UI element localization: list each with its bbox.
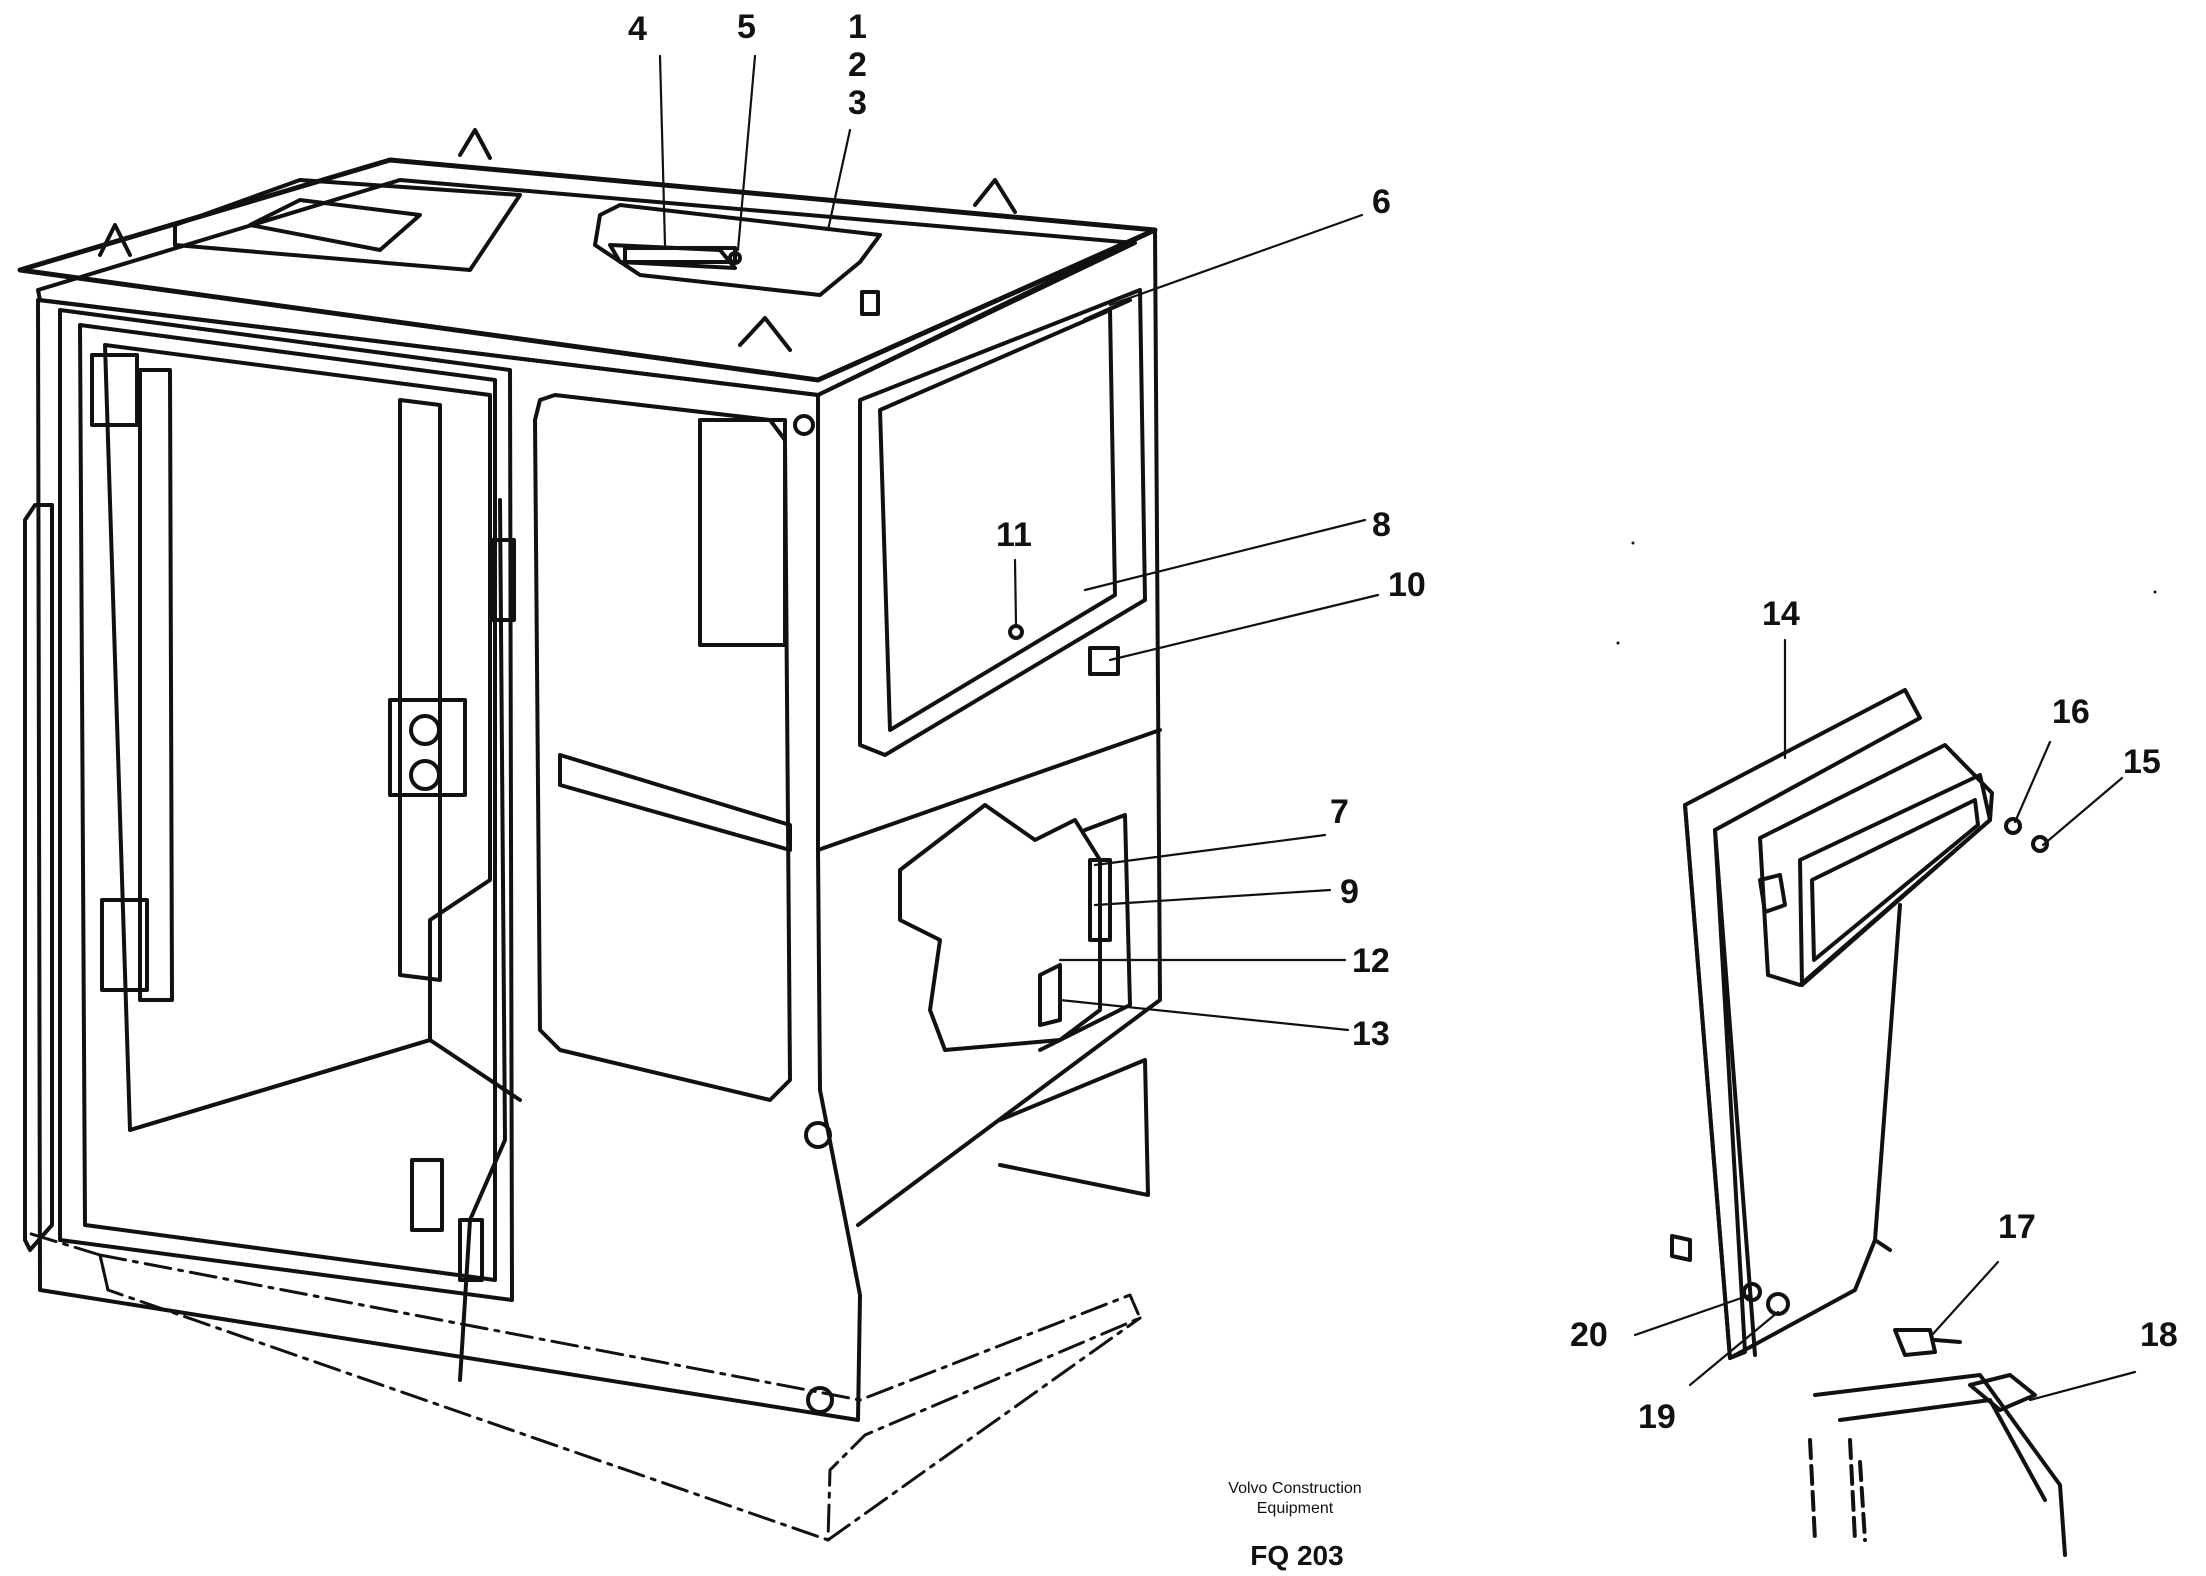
callout-10: 10	[1388, 566, 1426, 604]
callout-3: 3	[848, 84, 867, 122]
callout-6: 6	[1372, 183, 1391, 221]
callout-9: 9	[1340, 873, 1359, 911]
floor-plate	[23, 1230, 1142, 1542]
cab-body	[17, 128, 1162, 1422]
callout-16: 16	[2052, 693, 2090, 731]
work-lamp-assembly	[1670, 688, 2067, 1557]
brand-line-1: Volvo Construction	[1228, 1480, 1362, 1497]
callout-18: 18	[2140, 1316, 2178, 1354]
callout-13: 13	[1352, 1015, 1390, 1053]
callout-4: 4	[628, 10, 647, 48]
callout-7: 7	[1330, 793, 1349, 831]
callout-17: 17	[1998, 1208, 2036, 1246]
drawing-code: FQ 203	[1250, 1540, 1344, 1571]
brand-line-2: Equipment	[1256, 1500, 1334, 1517]
callout-20: 20	[1570, 1316, 1608, 1354]
brand-caption: Volvo Construction Equipment	[1210, 1479, 1380, 1519]
callout-12: 12	[1352, 942, 1390, 980]
callout-8: 8	[1372, 506, 1391, 544]
callout-5: 5	[737, 8, 756, 46]
callout-11: 11	[996, 516, 1032, 554]
callout-15: 15	[2123, 743, 2161, 781]
callout-14: 14	[1762, 595, 1800, 633]
leader-lines	[658, 54, 2137, 1402]
callout-1: 1	[848, 8, 867, 46]
callout-19: 19	[1638, 1398, 1676, 1436]
callout-2: 2	[848, 46, 867, 84]
